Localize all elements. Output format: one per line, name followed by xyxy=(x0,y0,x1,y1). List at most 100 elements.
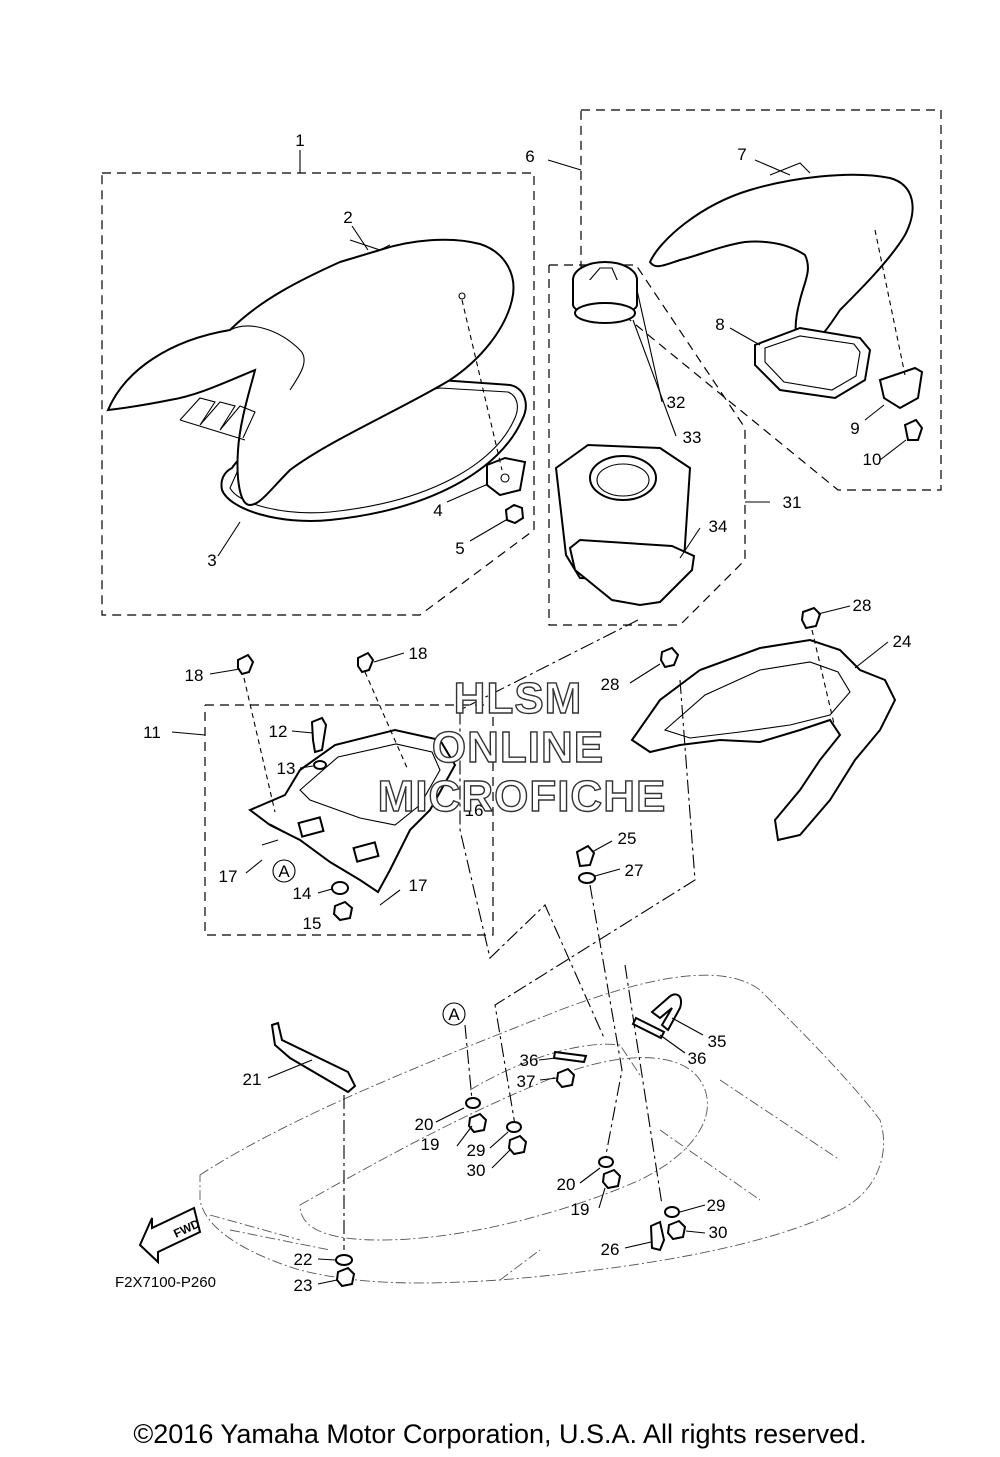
hull-outline xyxy=(199,974,884,1284)
group-31-boundary xyxy=(548,264,746,626)
callout-15: 15 xyxy=(303,914,322,933)
storage-gasket xyxy=(568,538,696,607)
hatch-collar xyxy=(331,881,349,895)
washer-29a xyxy=(506,1121,522,1133)
callout-26: 26 xyxy=(601,1240,620,1259)
washer-22 xyxy=(335,1254,353,1266)
group-1-boundary xyxy=(101,172,535,616)
connector-line-c xyxy=(589,884,623,1161)
callout-18-right: 18 xyxy=(409,644,428,663)
callout-23: 23 xyxy=(294,1276,313,1295)
callout-36-left: 36 xyxy=(520,1051,539,1070)
callout-25: 25 xyxy=(618,829,637,848)
callout-8: 8 xyxy=(715,315,724,334)
callout-3: 3 xyxy=(207,551,216,570)
front-seat xyxy=(106,238,515,507)
callout-34: 34 xyxy=(709,517,728,536)
hatch-nut xyxy=(332,900,354,922)
bolt-28-right xyxy=(800,606,822,630)
washer-29b xyxy=(664,1206,680,1218)
seat-latch-bracket xyxy=(486,456,527,497)
callout-6: 6 xyxy=(525,147,534,166)
callout-19-left: 19 xyxy=(421,1135,440,1154)
callout-9: 9 xyxy=(850,419,859,438)
seat-assembly-group xyxy=(101,150,535,616)
nut-37 xyxy=(555,1067,576,1089)
callout-30-right: 30 xyxy=(709,1223,728,1242)
callout-17-left: 17 xyxy=(219,867,238,886)
callout-11: 11 xyxy=(143,723,161,742)
reference-mark-a-upper: A xyxy=(272,859,296,883)
washer-20b xyxy=(598,1156,614,1168)
callout-35: 35 xyxy=(708,1032,727,1051)
storage-cap-o-ring xyxy=(574,302,636,324)
callout-numbers: 1 2 3 4 5 6 7 8 9 10 11 12 13 14 15 16 1… xyxy=(143,131,911,1295)
callout-37: 37 xyxy=(517,1072,536,1091)
callout-16: 16 xyxy=(465,801,484,820)
copyright-notice: ©2016 Yamaha Motor Corporation, U.S.A. A… xyxy=(133,1419,866,1449)
callout-12: 12 xyxy=(269,722,288,741)
nut-19b xyxy=(601,1168,622,1190)
callout-29-left: 29 xyxy=(467,1141,486,1160)
rear-seat-gasket xyxy=(754,326,872,400)
callout-2: 2 xyxy=(343,208,352,227)
bolt-26 xyxy=(649,1220,666,1252)
hatch-plate-group xyxy=(171,671,494,936)
bolt-18-left xyxy=(237,653,255,676)
callout-36-right: 36 xyxy=(688,1049,707,1068)
mounting-bracket-21 xyxy=(270,1021,357,1094)
bolt-25 xyxy=(575,844,596,868)
rear-seat-bracket xyxy=(878,366,924,410)
callout-27: 27 xyxy=(625,861,644,880)
washer-20a xyxy=(465,1097,481,1109)
nut-19a xyxy=(467,1112,488,1134)
nut-30b xyxy=(666,1219,687,1241)
figure-code: F2X7100-P260 xyxy=(115,1274,216,1291)
storage-box-group xyxy=(548,261,770,626)
callout-13: 13 xyxy=(277,759,296,778)
callout-22: 22 xyxy=(294,1250,313,1269)
callout-leaders xyxy=(209,159,907,1285)
hatch-bolt xyxy=(310,716,328,754)
clip-36b xyxy=(631,1016,666,1040)
hatch-washer xyxy=(313,760,327,770)
callout-14: 14 xyxy=(293,884,312,903)
nut-30a xyxy=(507,1134,528,1156)
rear-grab-handle xyxy=(630,638,897,842)
callout-17-right: 17 xyxy=(409,876,428,895)
reference-mark-a-lower: A xyxy=(442,1002,466,1026)
svg-text:A: A xyxy=(278,862,290,881)
nut-23 xyxy=(335,1266,356,1288)
watermark: HLSM ONLINE MICROFICHE xyxy=(377,673,667,821)
callout-10: 10 xyxy=(863,450,882,469)
rear-seat-bolt xyxy=(903,418,924,441)
rear-seat-group xyxy=(547,109,942,491)
forward-arrow-icon: FWD xyxy=(138,1206,202,1265)
seat-nut xyxy=(504,503,525,525)
callout-24: 24 xyxy=(893,632,912,651)
callout-18-left: 18 xyxy=(185,666,204,685)
washer-27 xyxy=(578,872,596,884)
svg-text:ONLINE: ONLINE xyxy=(432,723,604,772)
svg-text:MICROFICHE: MICROFICHE xyxy=(378,772,667,821)
callout-1: 1 xyxy=(295,131,304,150)
callout-31: 31 xyxy=(783,493,802,512)
u-bolt-35 xyxy=(650,993,682,1032)
svg-text:A: A xyxy=(448,1005,460,1024)
callout-33: 33 xyxy=(683,428,702,447)
group-6-boundary xyxy=(580,109,942,491)
callout-5: 5 xyxy=(455,539,464,558)
callout-19-right: 19 xyxy=(571,1200,590,1219)
svg-text:HLSM: HLSM xyxy=(454,674,583,723)
callout-4: 4 xyxy=(433,501,442,520)
callout-30-left: 30 xyxy=(467,1161,486,1180)
callout-20-right: 20 xyxy=(557,1175,576,1194)
callout-28-right: 28 xyxy=(853,596,872,615)
bolt-18-right xyxy=(357,651,375,674)
group-11-boundary xyxy=(204,704,494,936)
connector-line-a xyxy=(459,619,639,1041)
callout-29-right: 29 xyxy=(707,1196,726,1215)
connector-line-b xyxy=(494,679,696,1126)
callout-7: 7 xyxy=(737,145,746,164)
